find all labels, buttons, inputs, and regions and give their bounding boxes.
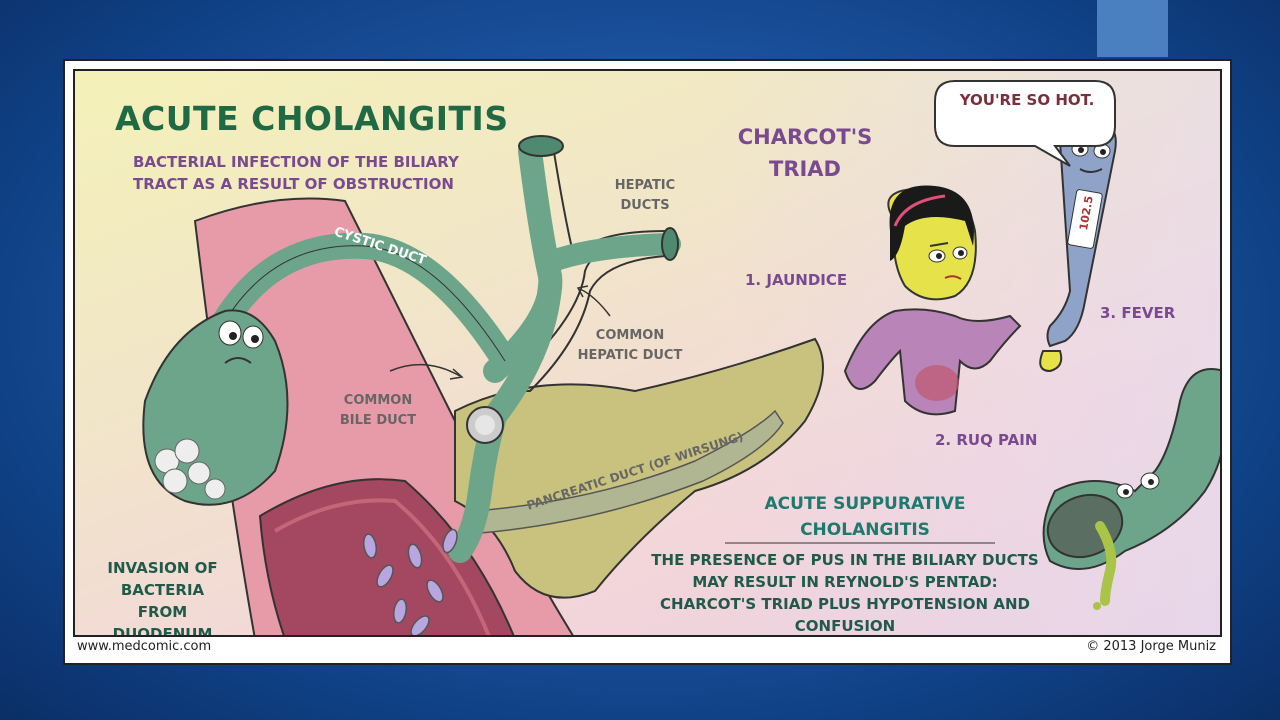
label-hepatic-ducts: HEPATIC DUCTS [614, 178, 676, 213]
speech-bubble [934, 80, 1116, 167]
pancreas [454, 337, 824, 599]
comic-panel: ACUTE CHOLANGITIS BACTERIAL INFECTION OF… [73, 69, 1222, 637]
bacteria [362, 528, 458, 635]
subtitle: BACTERIAL INFECTION OF THE BILIARY TRACT… [133, 153, 459, 193]
arrow-common-hepatic-duct [579, 288, 611, 317]
suppurative-description: THE PRESENCE OF PUS IN THE BILIARY DUCTS… [651, 551, 1039, 635]
triad-item-ruq-pain: 2. RUQ PAIN [935, 431, 1038, 449]
comic-frame: ACUTE CHOLANGITIS BACTERIAL INFECTION OF… [63, 59, 1232, 665]
slide-accent-tab [1097, 0, 1168, 57]
charcot-heading: CHARCOT'S TRIAD [737, 125, 873, 181]
pus-duct-character [1042, 368, 1220, 610]
arrow-common-bile-duct [389, 363, 461, 377]
triad-item-jaundice: 1. JAUNDICE [745, 271, 848, 289]
woman-figure [843, 185, 1022, 416]
label-invasion: INVASION OF BACTERIA FROM DUODENUM [107, 559, 218, 637]
illustration [142, 80, 1220, 635]
triad-item-fever: 3. FEVER [1100, 304, 1176, 322]
pancreatic-duct-shape [474, 409, 784, 534]
footer-website[interactable]: www.medcomic.com [77, 639, 212, 654]
speech-bubble-text: YOU'RE SO HOT. [959, 91, 1095, 109]
suppurative-heading: ACUTE SUPPURATIVE CHOLANGITIS [764, 494, 966, 540]
label-common-bile-duct: COMMON BILE DUCT [339, 393, 417, 428]
label-common-hepatic-duct: COMMON HEPATIC DUCT [577, 328, 683, 363]
main-title: ACUTE CHOLANGITIS [115, 99, 509, 138]
footer-copyright: © 2013 Jorge Muniz [1086, 639, 1216, 654]
